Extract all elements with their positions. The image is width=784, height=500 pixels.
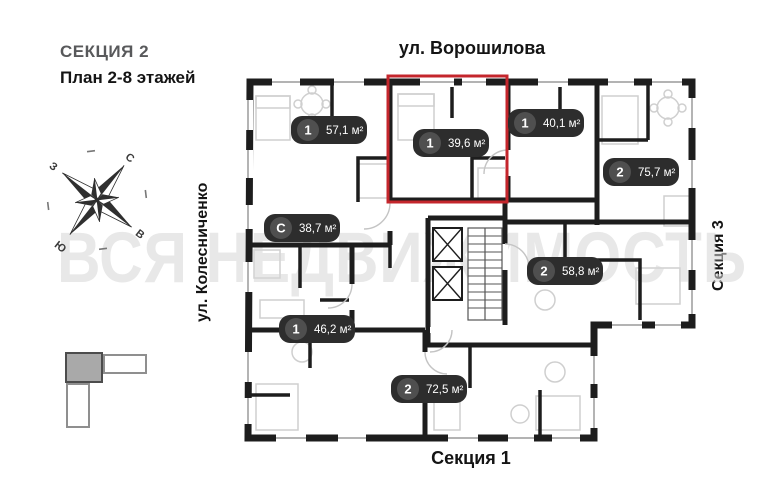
apartment-area-label: 58,8 м² xyxy=(562,266,599,278)
apartment-badge-72-5-м-[interactable]: 2 72,5 м² xyxy=(391,375,467,403)
apartment-rooms-count: 1 xyxy=(426,136,433,151)
watermark-text: ВСЯ НЕДВИЖИМОСТЬ xyxy=(57,219,747,298)
apartment-area-label: 40,1 м² xyxy=(543,118,580,130)
apartment-badge-38-7-м-[interactable]: С 38,7 м² xyxy=(264,214,340,242)
apartment-area-label: 57,1 м² xyxy=(326,125,363,137)
section-title: СЕКЦИЯ 2 xyxy=(60,42,150,61)
furniture-layer xyxy=(253,85,691,431)
plan-subtitle: План 2-8 этажей xyxy=(60,68,196,87)
apartment-area-label: 38,7 м² xyxy=(299,223,336,235)
apartment-area-label: 46,2 м² xyxy=(314,324,351,336)
apartment-rooms-count: 1 xyxy=(521,116,528,131)
stairs-elevator-core xyxy=(432,227,503,321)
apartment-badge-58-8-м-[interactable]: 2 58,8 м² xyxy=(527,257,603,285)
apartment-badge-75-7-м-[interactable]: 2 75,7 м² xyxy=(603,158,679,186)
street-label-top: ул. Ворошилова xyxy=(398,38,546,58)
compass-north-label: С xyxy=(123,151,137,165)
apartment-rooms-count: 2 xyxy=(540,264,547,279)
apartment-badge-40-1-м-[interactable]: 1 40,1 м² xyxy=(508,109,584,137)
highlight-box xyxy=(386,74,509,204)
compass-icon: С В Ю З xyxy=(46,149,148,256)
compass-points xyxy=(46,149,148,251)
keyplan-wing-right xyxy=(103,354,147,374)
apartment-rooms-count: 1 xyxy=(304,123,311,138)
apartment-badge-46-2-м-[interactable]: 1 46,2 м² xyxy=(279,315,355,343)
windows-layer xyxy=(243,77,697,443)
keyplan-wing-down xyxy=(66,383,90,428)
apartment-badge-57-1-м-[interactable]: 1 57,1 м² xyxy=(291,116,367,144)
compass-west-label: З xyxy=(47,160,60,174)
walls-layer xyxy=(244,78,696,442)
apartment-rooms-count: 2 xyxy=(404,382,411,397)
apartment-area-label: 72,5 м² xyxy=(426,384,463,396)
apartment-rooms-count: С xyxy=(276,221,286,236)
apartment-badges: 1 57,1 м² 1 39,6 м² 1 40,1 м² 2 75,7 м² С 38,7 м²… xyxy=(264,109,679,403)
apartment-badge-39-6-м-[interactable]: 1 39,6 м² xyxy=(413,129,489,157)
apartment-area-label: 39,6 м² xyxy=(448,138,485,150)
apartment-area-label: 75,7 м² xyxy=(638,167,675,179)
apartment-rooms-count: 1 xyxy=(292,322,299,337)
apartment-rooms-count: 2 xyxy=(616,165,623,180)
building-outline xyxy=(244,78,696,442)
keyplan-current-section xyxy=(65,352,103,383)
section-label-bottom: Секция 1 xyxy=(431,448,511,468)
